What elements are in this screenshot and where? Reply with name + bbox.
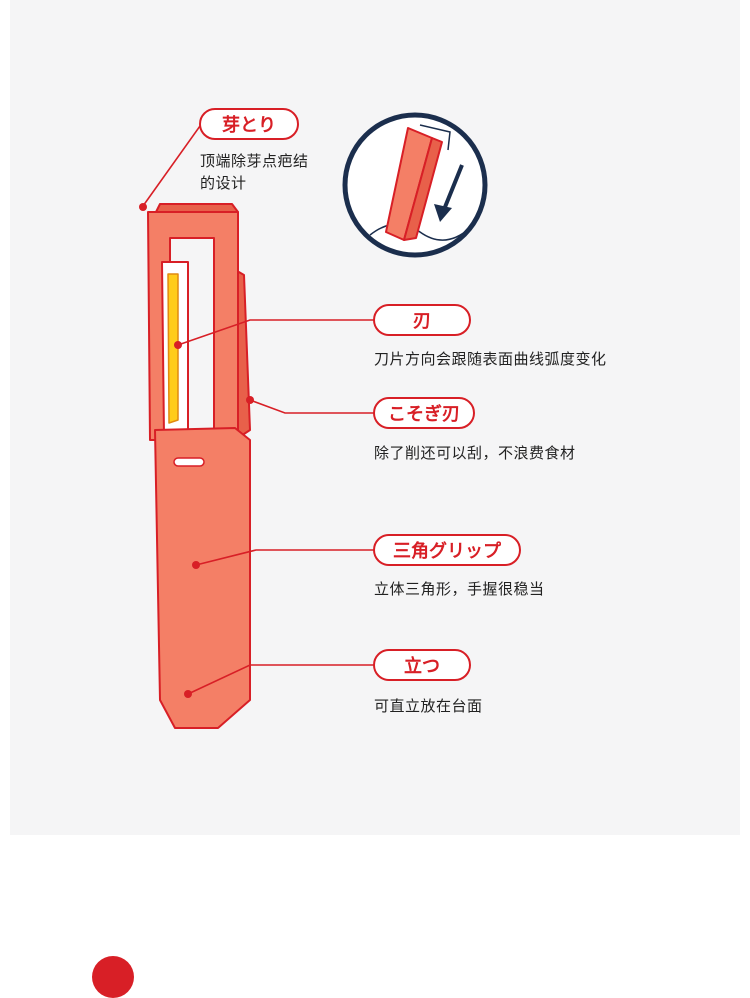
desc-line: 立体三角形，手握很稳当 <box>374 580 545 598</box>
callout-tag: こそぎ刃 <box>388 403 460 425</box>
callout-tag: 三角グリップ <box>393 540 502 562</box>
callout-pill-sprout: 芽とり <box>199 108 299 140</box>
desc-line: 可直立放在台面 <box>374 697 483 715</box>
inset-detail-circle <box>342 112 488 258</box>
callout-pill-grip: 三角グリップ <box>373 534 521 566</box>
callout-tag: 刃 <box>413 311 431 332</box>
callout-desc-stand: 可直立放在台面 <box>374 695 483 717</box>
peeler-illustration <box>147 203 251 729</box>
callout-desc-blade: 刀片方向会跟随表面曲线弧度变化 <box>374 348 607 370</box>
callout-pill-stand: 立つ <box>373 649 471 681</box>
desc-line: 的设计 <box>200 174 247 192</box>
callout-tag: 芽とり <box>222 114 276 136</box>
peeler-diagram: 芽とり 刃 こそぎ刃 三角グリップ 立つ <box>139 108 521 729</box>
callout-pill-scraper: こそぎ刃 <box>373 397 475 429</box>
callout-desc-sprout: 顶端除芽点疤结 的设计 <box>200 150 309 194</box>
desc-line: 顶端除芽点疤结 <box>200 152 309 170</box>
callout-desc-grip: 立体三角形，手握很稳当 <box>374 578 545 600</box>
callout-desc-scraper: 除了削还可以刮，不浪费食材 <box>374 442 576 464</box>
desc-line: 除了削还可以刮，不浪费食材 <box>374 444 576 462</box>
callout-pill-blade: 刃 <box>373 304 471 336</box>
leader-dots <box>139 203 254 698</box>
leader-lines <box>142 125 376 695</box>
desc-line: 刀片方向会跟随表面曲线弧度变化 <box>374 350 607 368</box>
next-section-marker <box>92 956 134 998</box>
callout-tag: 立つ <box>404 655 440 677</box>
